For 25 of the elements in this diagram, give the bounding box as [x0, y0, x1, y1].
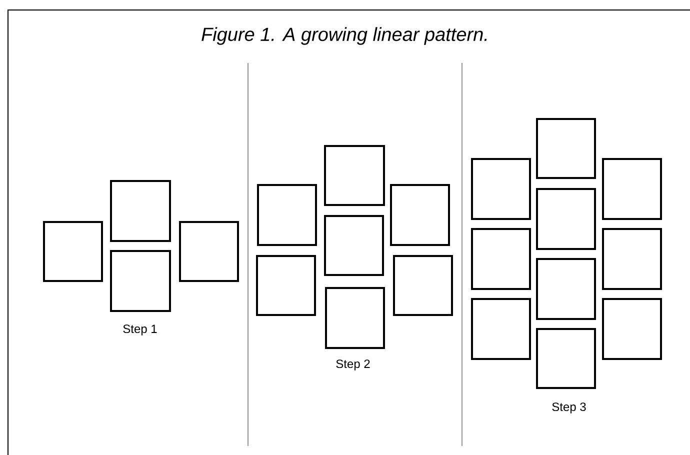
step-label: Step 3 — [552, 402, 586, 414]
square — [536, 328, 596, 389]
square — [602, 158, 662, 220]
square — [602, 298, 662, 360]
step-label: Step 2 — [336, 360, 370, 370]
square — [324, 145, 385, 206]
square — [471, 228, 531, 290]
square — [257, 184, 317, 246]
square — [256, 255, 316, 316]
square — [43, 221, 103, 282]
square — [471, 158, 531, 220]
square — [390, 184, 450, 246]
square — [536, 258, 596, 320]
square — [471, 298, 531, 360]
square — [325, 287, 385, 349]
square — [393, 255, 453, 316]
square — [110, 250, 171, 312]
figure-title: Figure 1. A growing linear pattern. — [202, 27, 487, 45]
square — [536, 188, 596, 250]
square — [602, 228, 662, 290]
square — [536, 118, 596, 179]
square — [110, 180, 171, 242]
step-label: Step 1 — [123, 324, 157, 336]
square — [324, 215, 384, 276]
square — [179, 221, 239, 282]
